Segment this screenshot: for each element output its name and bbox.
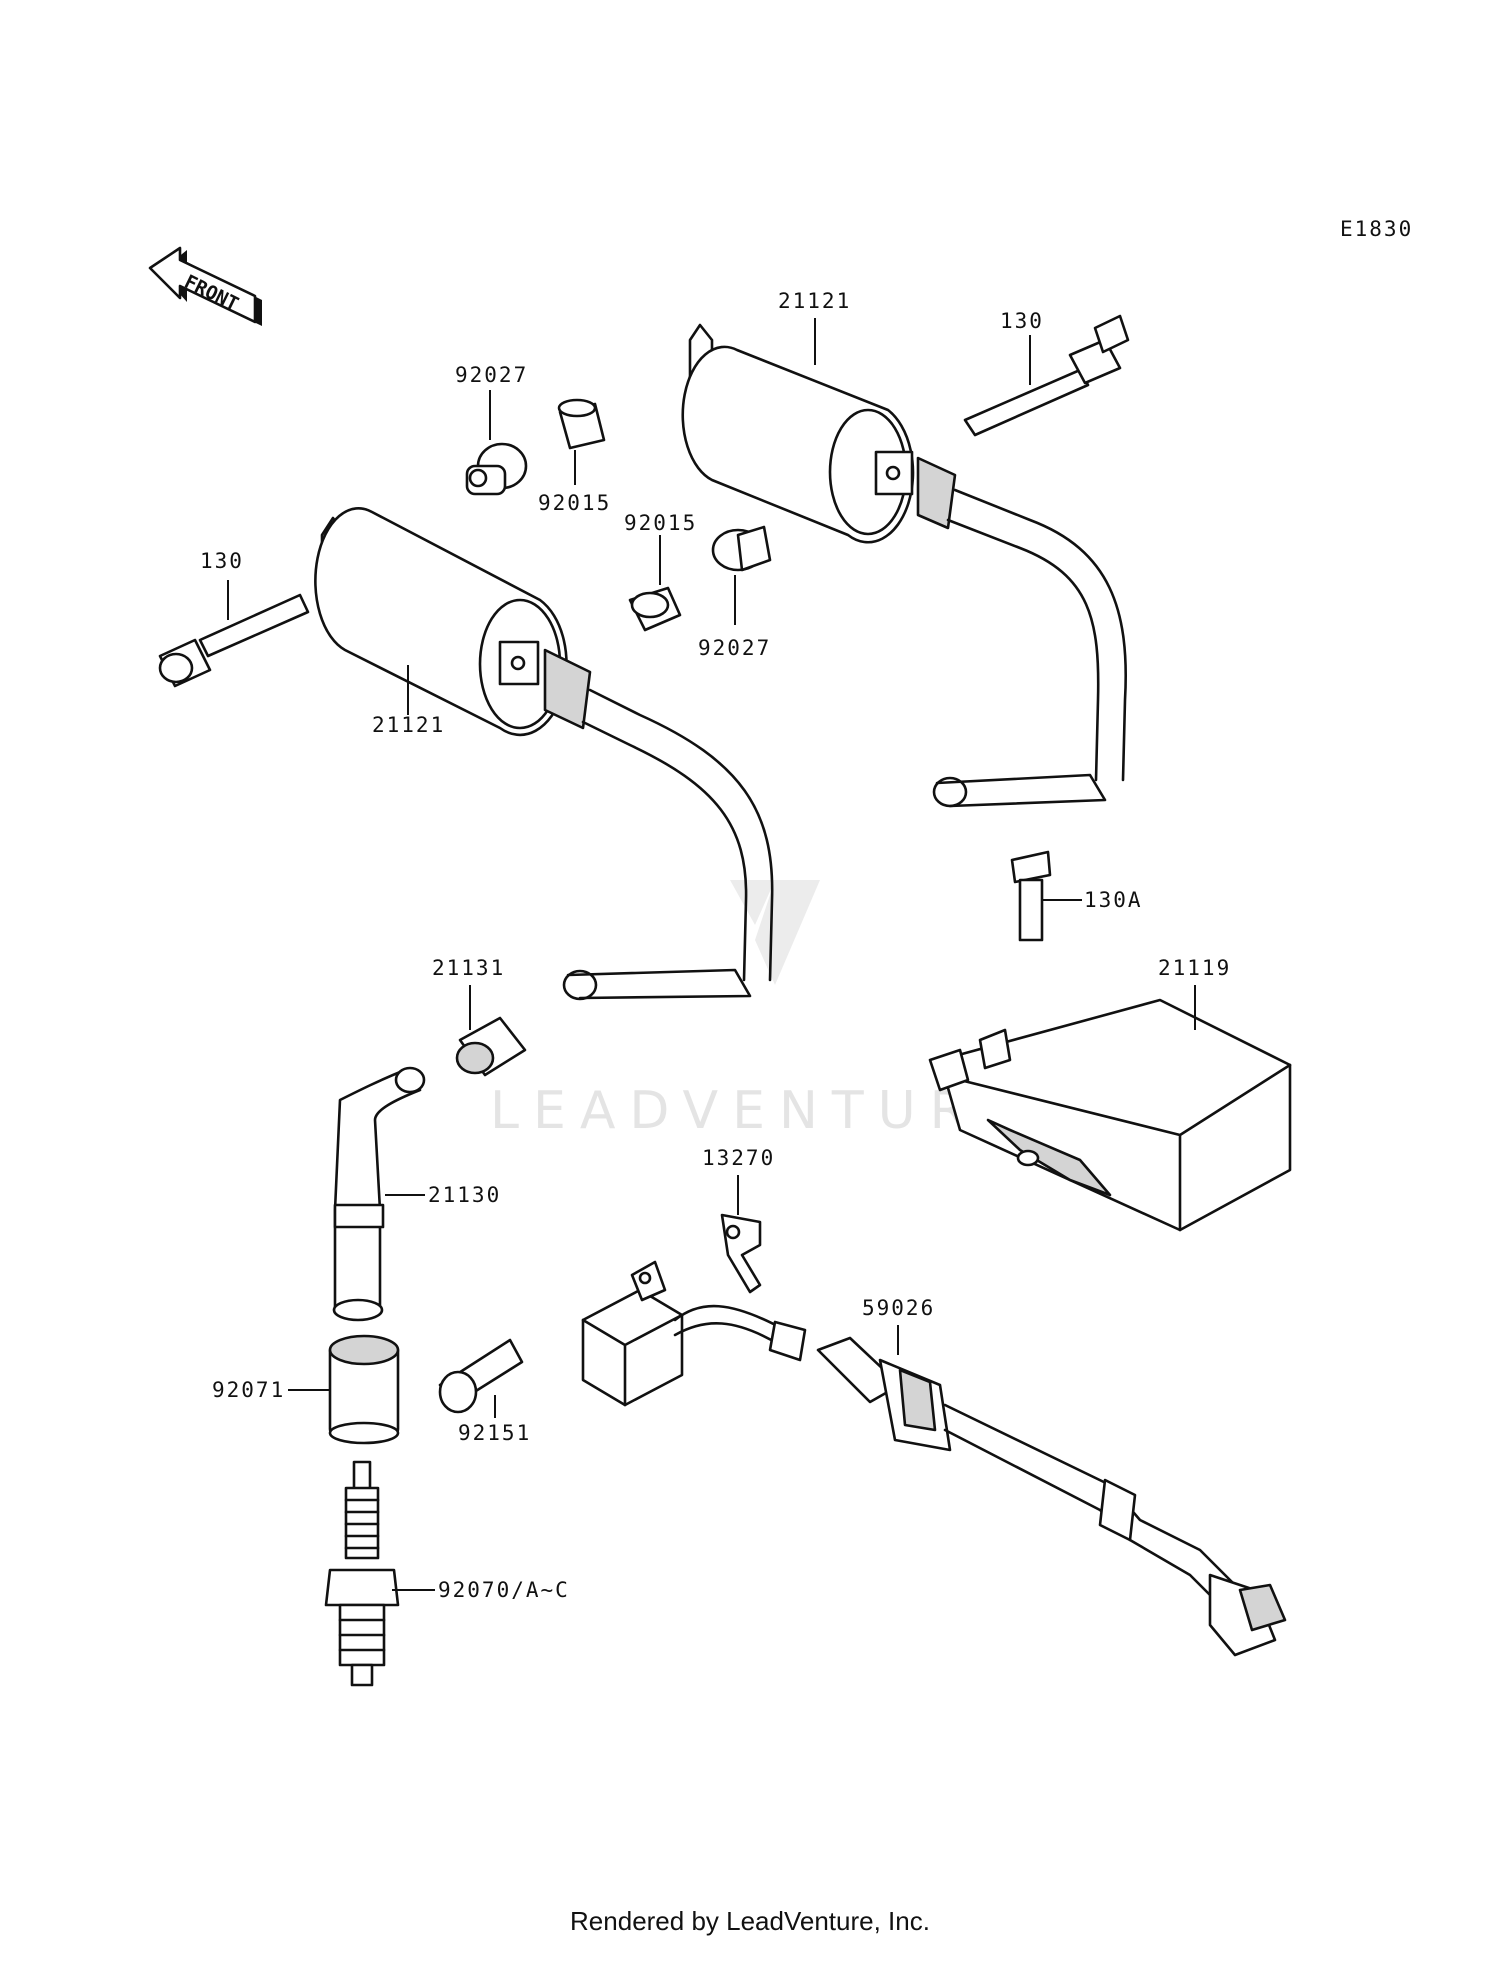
callout-130-top: 130 bbox=[1000, 309, 1044, 333]
callout-21119: 21119 bbox=[1158, 956, 1231, 980]
callout-21130: 21130 bbox=[428, 1183, 501, 1207]
callout-13270: 13270 bbox=[702, 1146, 775, 1170]
pickup-coil bbox=[581, 1260, 807, 1407]
washer-mid bbox=[711, 525, 772, 572]
leader-lines bbox=[227, 318, 1196, 1591]
bolt-130a bbox=[1010, 850, 1052, 942]
collar-left bbox=[557, 398, 606, 450]
igniter bbox=[928, 998, 1292, 1232]
washer-left bbox=[465, 442, 528, 496]
callout-21121-left: 21121 bbox=[372, 713, 445, 737]
callout-92015-mid: 92015 bbox=[624, 511, 697, 535]
callout-92151: 92151 bbox=[458, 1421, 531, 1445]
footer-credit: Rendered by LeadVenture, Inc. bbox=[570, 1906, 930, 1936]
callout-92071: 92071 bbox=[212, 1378, 285, 1402]
bracket bbox=[720, 1213, 762, 1294]
spark-plug bbox=[324, 1460, 400, 1687]
callout-130a: 130A bbox=[1084, 888, 1143, 912]
wire-harness bbox=[943, 1403, 1287, 1657]
bolt-top bbox=[963, 314, 1130, 437]
callout-92027-mid: 92027 bbox=[698, 636, 771, 660]
ignition-coil-left bbox=[314, 507, 774, 1001]
callouts: 21121 130 92027 92015 92015 92027 130 21… bbox=[200, 289, 1231, 1602]
seal bbox=[455, 1016, 527, 1077]
callout-130-left: 130 bbox=[200, 549, 244, 573]
front-arrow-icon: FRONT bbox=[148, 246, 262, 326]
callout-21131: 21131 bbox=[432, 956, 505, 980]
callout-92027-left: 92027 bbox=[455, 363, 528, 387]
diagram-code: E1830 bbox=[1340, 217, 1413, 241]
callout-59026: 59026 bbox=[862, 1296, 935, 1320]
clamp bbox=[816, 1336, 952, 1452]
watermark-text: LEADVENTURE bbox=[490, 1081, 1027, 1141]
collar-mid bbox=[628, 586, 682, 632]
plug-cap bbox=[332, 1066, 426, 1322]
screw bbox=[438, 1338, 524, 1414]
bolt-left bbox=[158, 593, 310, 688]
watermark: LEADVENTURE bbox=[490, 880, 1027, 1141]
ignition-coil-top bbox=[681, 323, 1127, 808]
callout-92070: 92070/A~C bbox=[438, 1578, 570, 1602]
callout-21121-top: 21121 bbox=[778, 289, 851, 313]
callout-92015-left: 92015 bbox=[538, 491, 611, 515]
boot bbox=[328, 1334, 400, 1445]
